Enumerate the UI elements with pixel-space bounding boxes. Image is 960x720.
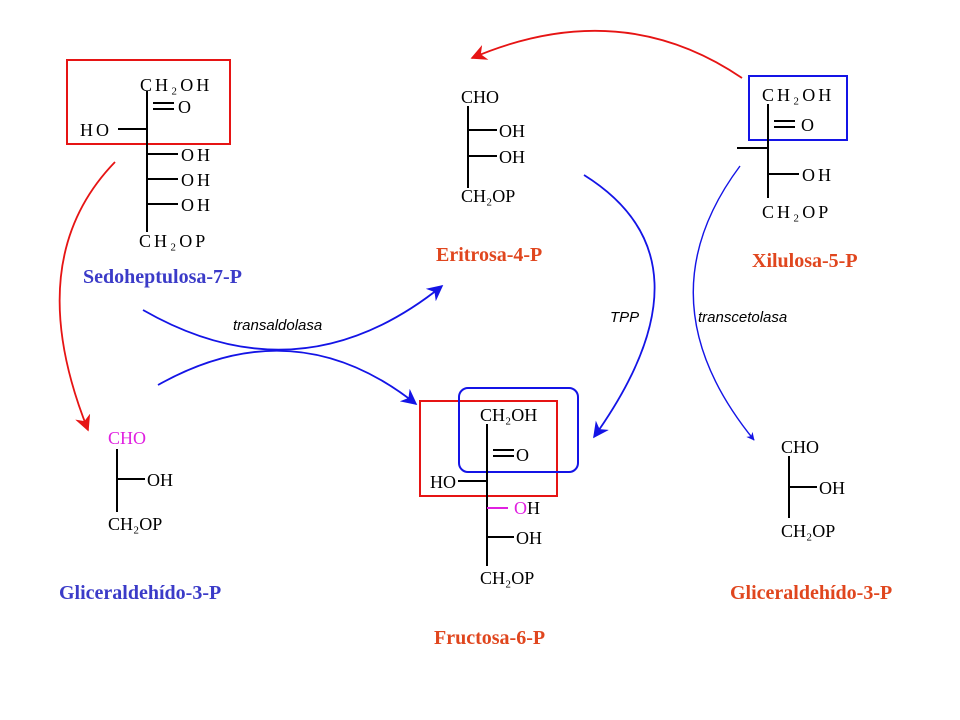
compound-name: Fructosa-6-P <box>434 627 545 649</box>
compound-name: Xilulosa-5-P <box>752 250 858 272</box>
compound-name: Eritrosa-4-P <box>436 244 542 266</box>
group-c1: CHO <box>461 87 499 107</box>
group-c5: OH <box>181 170 213 190</box>
compound-name: Gliceraldehído-3-P <box>730 582 892 604</box>
group-c2: OH <box>819 478 845 498</box>
group-c3: CH₂OP <box>781 521 835 541</box>
arrows <box>58 29 755 441</box>
blue-arrow-transaldolase-upper <box>142 284 444 351</box>
sedoheptulose-7-p: CH₂OH O HO OH OH OH CH₂OP Sedoheptulosa-… <box>66 59 242 288</box>
group-c1: CHO <box>108 428 146 448</box>
group-c2: O <box>801 115 814 135</box>
group-c2: OH <box>499 121 525 141</box>
eritrosa-4-p: CHO OH OH CH₂OP Eritrosa-4-P <box>436 87 542 266</box>
enzyme-transaldolase: transaldolasa <box>233 317 322 334</box>
highlight-box-blue <box>458 387 579 473</box>
fructosa-6-p: CH₂OH O HO OH OH CH₂OP Fructosa-6-P <box>419 387 579 649</box>
enzyme-transketolase: transcetolasa <box>698 309 787 326</box>
red-arrow-sedoheptulose-to-glyceraldehyde <box>58 161 116 432</box>
blue-arrow-xylulose-to-glyceraldehyde <box>692 165 755 441</box>
group-c5: OH <box>516 528 542 548</box>
group-c3: HO <box>80 120 112 140</box>
blue-arrow-erythrose-to-fructose <box>583 174 656 439</box>
group-c4: CH₂OP <box>461 186 515 206</box>
group-c3: HO <box>430 472 456 492</box>
red-arrow-xylulose-to-erythrose <box>470 29 743 79</box>
group-c2: O <box>178 97 191 117</box>
group-c1: CH₂OH <box>140 75 212 95</box>
gliceraldehido-3-p-right: CHO OH CH₂OP Gliceraldehído-3-P <box>730 437 892 604</box>
blue-arrow-transaldolase-lower <box>157 349 418 405</box>
cofactor-tpp: TPP <box>610 309 639 326</box>
group-c4-hydrogen: H <box>527 498 540 518</box>
group-c7: CH₂OP <box>139 231 208 251</box>
group-c1: CHO <box>781 437 819 457</box>
group-c2: O <box>516 445 529 465</box>
group-c2: OH <box>147 470 173 490</box>
xilulosa-5-p: CH₂OH O OH CH₂OP Xilulosa-5-P <box>737 75 858 272</box>
group-c3: CH₂OP <box>108 514 162 534</box>
highlight-box-blue <box>748 75 848 141</box>
group-c5: CH₂OP <box>762 202 831 222</box>
gliceraldehido-3-p-left: CHO OH CH₂OP Gliceraldehído-3-P <box>59 428 221 604</box>
group-c4-oxygen: O <box>514 498 527 518</box>
compound-name: Gliceraldehído-3-P <box>59 582 221 604</box>
highlight-box-red <box>419 400 558 497</box>
group-c6: OH <box>181 195 213 215</box>
group-c4: OH <box>181 145 213 165</box>
group-c1: CH₂OH <box>480 405 537 425</box>
compound-name: Sedoheptulosa-7-P <box>83 266 242 288</box>
highlight-box-red <box>66 59 231 145</box>
group-c1: CH₂OH <box>762 85 834 105</box>
group-c3: OH <box>499 147 525 167</box>
group-c4: OH <box>802 165 834 185</box>
group-c6: CH₂OP <box>480 568 534 588</box>
group-c4: OH <box>514 498 540 518</box>
